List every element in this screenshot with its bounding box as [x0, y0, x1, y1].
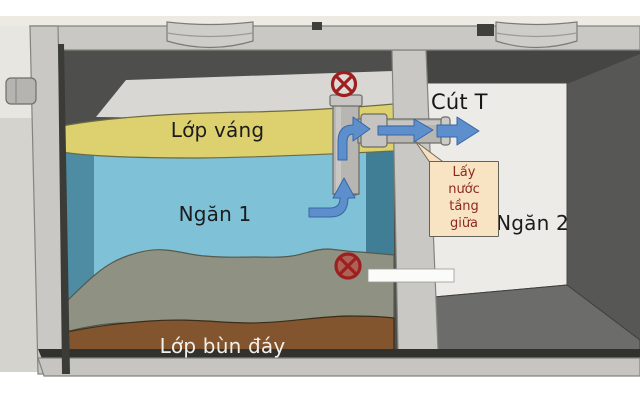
inlet-pipe [5, 77, 37, 105]
tee-fitting-label: Cút T [431, 90, 488, 114]
arrow-right-outlet-icon [436, 116, 480, 146]
manhole-riser-right [495, 21, 578, 49]
tank-bottom-edge [38, 349, 640, 359]
chamber1-back-wall [96, 71, 394, 120]
low-level-hole-bar [367, 268, 455, 283]
bottom-sludge-label: Lớp bùn đáy [159, 334, 286, 358]
manhole-risers [166, 21, 578, 49]
scum-layer-label: Lớp váng [170, 118, 265, 142]
bottom-slab [37, 357, 640, 377]
slab-fitting-right [477, 24, 494, 36]
middle-water-callout: Lấy nước tầng giữa [429, 161, 499, 237]
chamber2-ceiling [426, 50, 640, 84]
chamber-1-label: Ngăn 1 [178, 202, 252, 226]
prohibition-x-top-icon [330, 70, 358, 98]
slab-fitting-left [312, 22, 322, 30]
water-shadow-left [62, 150, 94, 322]
flow-arrows [308, 116, 480, 218]
left-wall-inner-edge [58, 44, 70, 374]
arrow-right-in-pipe-icon [377, 118, 434, 143]
manhole-riser-left [166, 21, 254, 49]
sludge-shape [61, 315, 395, 353]
arrow-up-into-pipe-icon [308, 177, 356, 218]
arrow-elbow-up-right-icon [337, 116, 371, 161]
chamber2-right-wall [567, 54, 640, 340]
chamber-1-contents [61, 71, 395, 353]
chamber-2-label: Ngăn 2 [496, 211, 569, 235]
prohibition-x-bottom-icon [334, 252, 362, 280]
